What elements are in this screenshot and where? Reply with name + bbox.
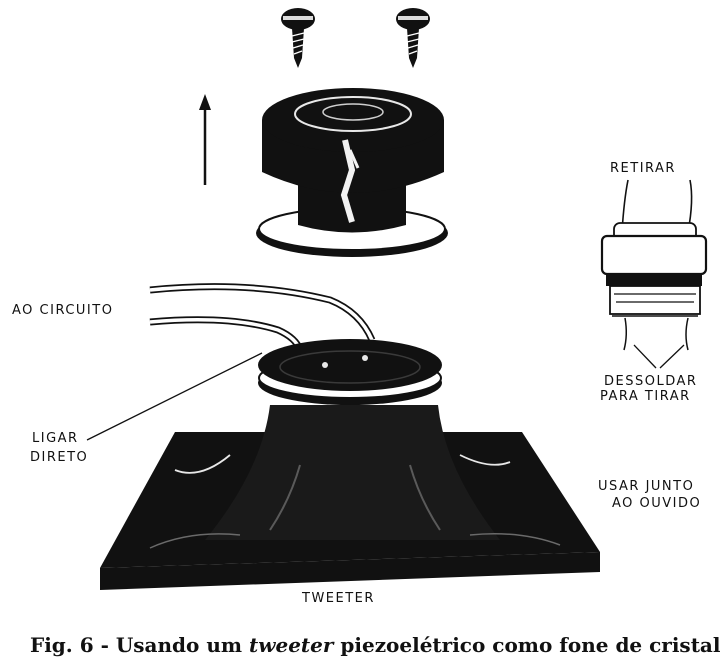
label-usar-junto: USAR JUNTO — [598, 479, 695, 494]
label-ligar: LIGAR — [32, 431, 79, 446]
label-retirar: RETIRAR — [610, 161, 676, 176]
label-tweeter: TWEETER — [302, 591, 375, 606]
crystal-earphone-icon — [600, 179, 708, 351]
wires — [149, 283, 376, 352]
caption-emphasis: tweeter — [249, 633, 334, 657]
label-ao-ouvido: AO OUVIDO — [612, 496, 702, 511]
tweeter-piezo-disc — [258, 339, 442, 405]
piezo-top-housing — [256, 88, 448, 257]
label-ao-circuito: AO CIRCUITO — [12, 303, 114, 318]
label-para-tirar: PARA TIRAR — [600, 389, 691, 404]
label-dessoldar: DESSOLDAR — [604, 374, 698, 389]
ligar-direto-leader — [86, 352, 263, 441]
caption-prefix: Fig. 6 - Usando um — [30, 633, 250, 657]
tweeter-horn — [100, 405, 600, 590]
label-direto: DIRETO — [30, 450, 89, 465]
figure-caption: Fig. 6 - Usando um tweeter piezoelétrico… — [30, 633, 720, 657]
screw-left-icon — [281, 8, 315, 68]
screw-right-icon — [396, 8, 430, 68]
dessoldar-leaders — [633, 344, 685, 369]
caption-suffix: piezoelétrico como fone de cristal. — [333, 633, 720, 657]
up-arrow-icon — [199, 94, 211, 185]
